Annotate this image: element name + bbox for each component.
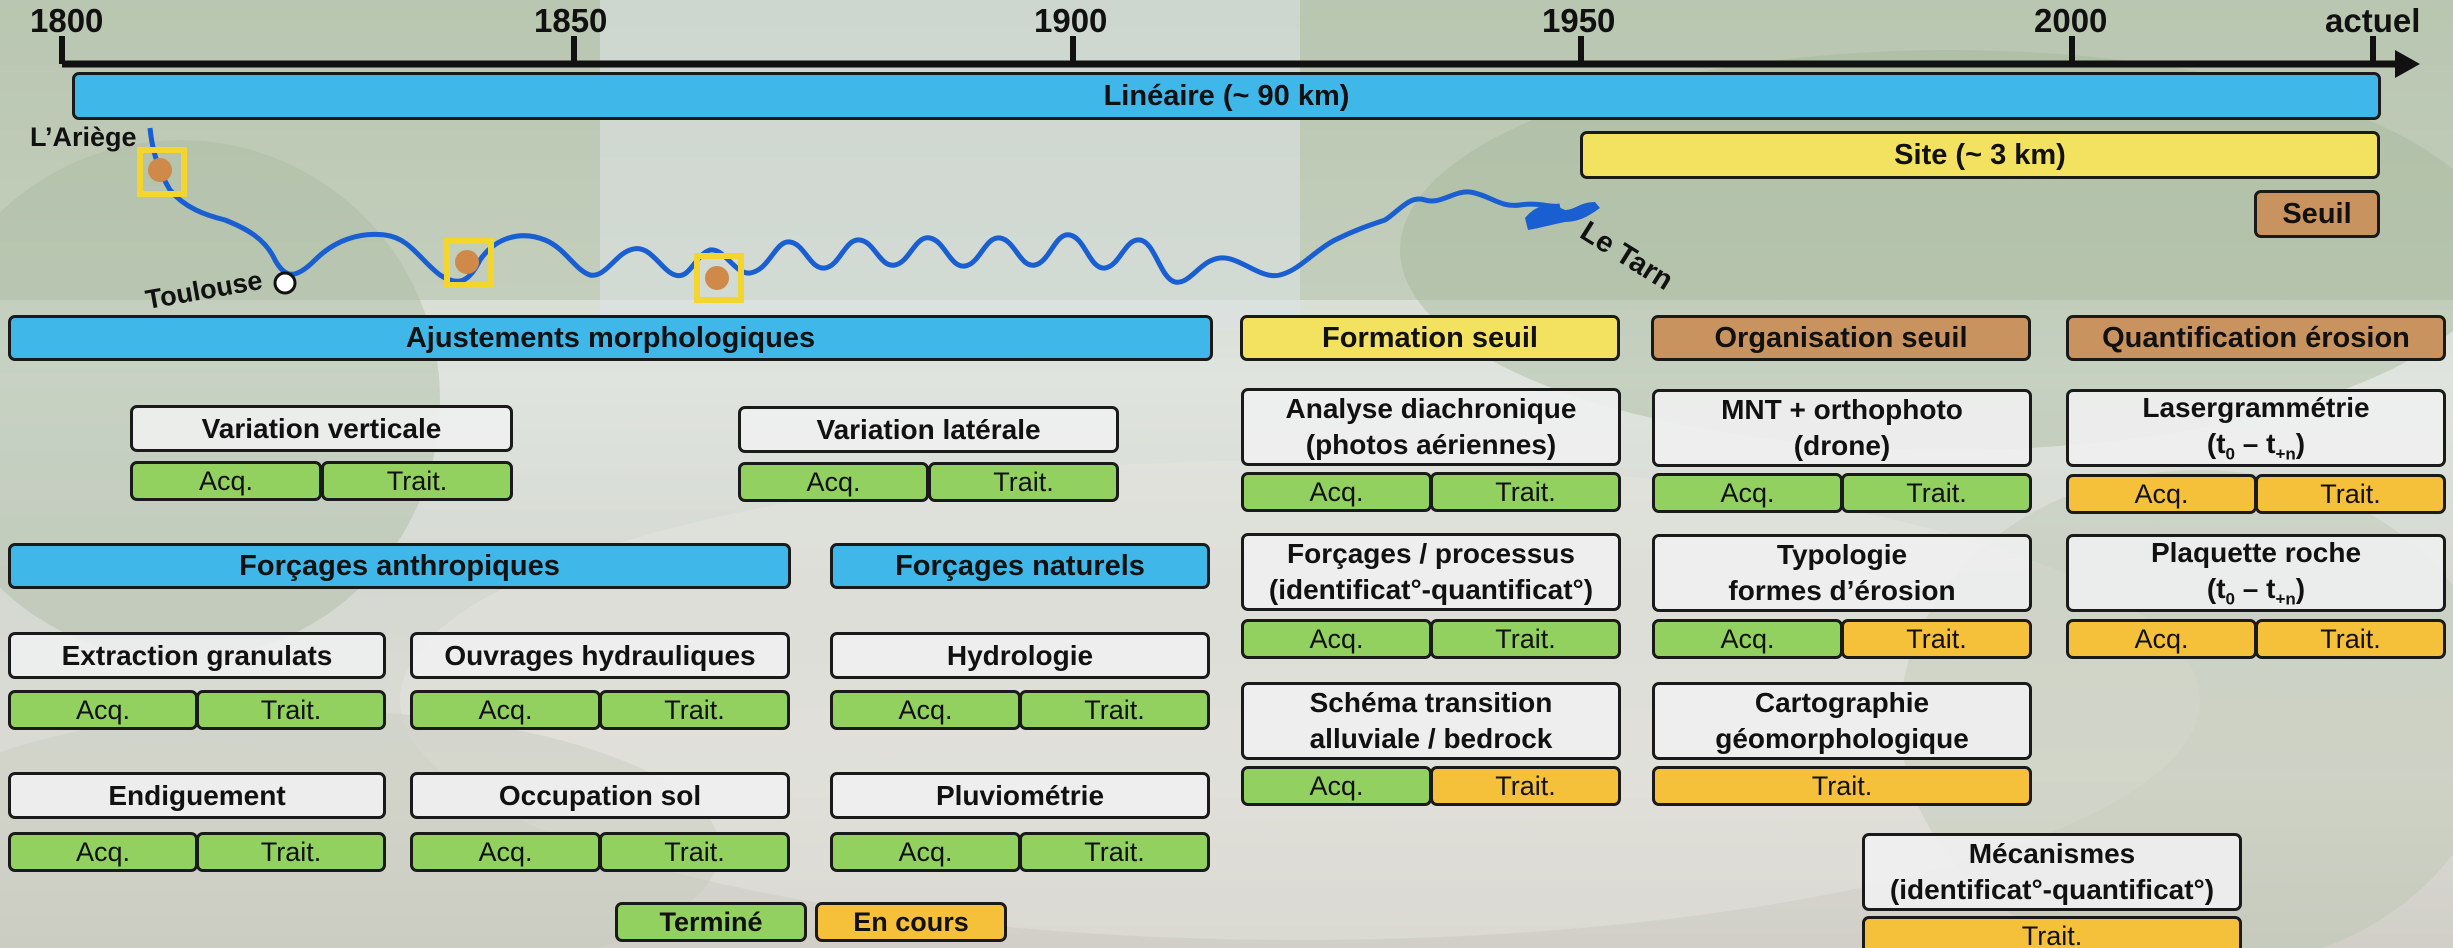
tick-1900: 1900 — [1034, 2, 1108, 39]
status-trait: Trait. — [1430, 472, 1621, 512]
t-close: ) — [2295, 428, 2306, 460]
task-line: Cartographie — [1754, 687, 1930, 719]
bar-lineaire: Linéaire (~ 90 km) — [72, 72, 2381, 120]
t-sub: +n — [2275, 444, 2296, 464]
status-trait: Trait. — [1652, 766, 2032, 806]
task-ouvrages-hydrauliques: Ouvrages hydrauliques — [410, 632, 790, 679]
task-extraction-granulats: Extraction granulats — [8, 632, 386, 679]
task-line: alluviale / bedrock — [1309, 723, 1553, 754]
status-acq: Acq. — [130, 461, 322, 501]
legend-termine: Terminé — [615, 902, 807, 942]
status-acq: Acq. — [1652, 619, 1843, 659]
status-acq: Acq. — [1241, 472, 1432, 512]
legend-en-cours: En cours — [815, 902, 1007, 942]
status-acq: Acq. — [738, 462, 929, 502]
task-line: (identificat°-quantificat°) — [1268, 574, 1594, 605]
t-dash: – t — [2235, 573, 2276, 605]
task-line: MNT + orthophoto — [1721, 394, 1963, 426]
t-sub: 0 — [2225, 589, 2235, 609]
status-trait: Trait. — [2255, 619, 2446, 659]
t-open: (t — [2206, 428, 2226, 460]
t-sub: +n — [2275, 589, 2296, 609]
tick-1800: 1800 — [30, 2, 104, 39]
label-ariege: L’Ariège — [30, 122, 137, 152]
task-typologie: Typologie formes d’érosion — [1652, 534, 2032, 612]
status-acq: Acq. — [830, 832, 1021, 872]
task-line: géomorphologique — [1715, 723, 1969, 754]
status-trait: Trait. — [599, 832, 790, 872]
status-trait: Trait. — [2255, 474, 2446, 514]
task-line: Schéma transition — [1309, 687, 1553, 719]
task-line: Analyse diachronique — [1285, 393, 1577, 425]
task-line: Typologie — [1776, 539, 1908, 571]
t-close: ) — [2295, 573, 2306, 605]
status-trait: Trait. — [1019, 832, 1210, 872]
status-trait: Trait. — [321, 461, 513, 501]
status-acq: Acq. — [1652, 473, 1843, 513]
status-trait: Trait. — [1019, 690, 1210, 730]
task-line: Plaquette roche — [2150, 537, 2362, 569]
status-trait: Trait. — [1430, 619, 1621, 659]
status-acq: Acq. — [2066, 619, 2257, 659]
task-line: formes d’érosion — [1728, 575, 1956, 606]
status-trait: Trait. — [196, 832, 386, 872]
section-naturels: Forçages naturels — [830, 543, 1210, 589]
status-acq: Acq. — [8, 690, 198, 730]
task-line: Mécanismes — [1968, 838, 2136, 870]
status-trait: Trait. — [196, 690, 386, 730]
tick-1950: 1950 — [1542, 2, 1616, 39]
status-trait: Trait. — [1841, 473, 2032, 513]
t-open: (t — [2206, 573, 2226, 605]
section-ajustements: Ajustements morphologiques — [8, 315, 1213, 361]
task-line: (identificat°-quantificat°) — [1889, 874, 2215, 905]
task-line: (t0 – t+n) — [2207, 426, 2305, 465]
task-lasergrammetrie: Lasergrammétrie (t0 – t+n) — [2066, 389, 2446, 467]
t-sub: 0 — [2225, 444, 2235, 464]
task-mecanismes: Mécanismes (identificat°-quantificat°) — [1862, 833, 2242, 911]
status-acq: Acq. — [410, 690, 601, 730]
task-schema-transition: Schéma transition alluviale / bedrock — [1241, 682, 1621, 760]
section-quantification: Quantification érosion — [2066, 315, 2446, 361]
task-line: (drone) — [1793, 430, 1891, 461]
task-hydrologie: Hydrologie — [830, 632, 1210, 679]
task-variation-laterale: Variation latérale — [738, 406, 1119, 453]
task-occupation-sol: Occupation sol — [410, 772, 790, 819]
task-line: (photos aériennes) — [1305, 429, 1557, 460]
section-anthropiques: Forçages anthropiques — [8, 543, 791, 589]
task-cartographie: Cartographie géomorphologique — [1652, 682, 2032, 760]
bar-site: Site (~ 3 km) — [1580, 131, 2380, 179]
status-acq: Acq. — [8, 832, 198, 872]
status-trait: Trait. — [599, 690, 790, 730]
task-plaquette-roche: Plaquette roche (t0 – t+n) — [2066, 534, 2446, 612]
status-trait: Trait. — [1862, 916, 2242, 948]
task-analyse-diachronique: Analyse diachronique (photos aériennes) — [1241, 388, 1621, 466]
task-line: Forçages / processus — [1287, 538, 1575, 570]
status-trait: Trait. — [928, 462, 1119, 502]
task-endiguement: Endiguement — [8, 772, 386, 819]
t-dash: – t — [2235, 428, 2276, 460]
bar-seuil: Seuil — [2254, 190, 2380, 238]
task-forcages-processus: Forçages / processus (identificat°-quant… — [1241, 533, 1621, 611]
tick-actuel: actuel — [2325, 2, 2421, 39]
status-acq: Acq. — [2066, 474, 2257, 514]
status-acq: Acq. — [830, 690, 1021, 730]
task-variation-verticale: Variation verticale — [130, 405, 513, 452]
tick-2000: 2000 — [2034, 2, 2108, 39]
status-acq: Acq. — [410, 832, 601, 872]
task-line: Lasergrammétrie — [2142, 392, 2370, 424]
tick-1850: 1850 — [534, 2, 608, 39]
section-organisation: Organisation seuil — [1651, 315, 2031, 361]
section-formation: Formation seuil — [1240, 315, 1620, 361]
status-trait: Trait. — [1841, 619, 2032, 659]
status-acq: Acq. — [1241, 766, 1432, 806]
task-line: (t0 – t+n) — [2207, 571, 2305, 610]
task-pluviometrie: Pluviométrie — [830, 772, 1210, 819]
task-mnt-orthophoto: MNT + orthophoto (drone) — [1652, 389, 2032, 467]
status-acq: Acq. — [1241, 619, 1432, 659]
status-trait: Trait. — [1430, 766, 1621, 806]
